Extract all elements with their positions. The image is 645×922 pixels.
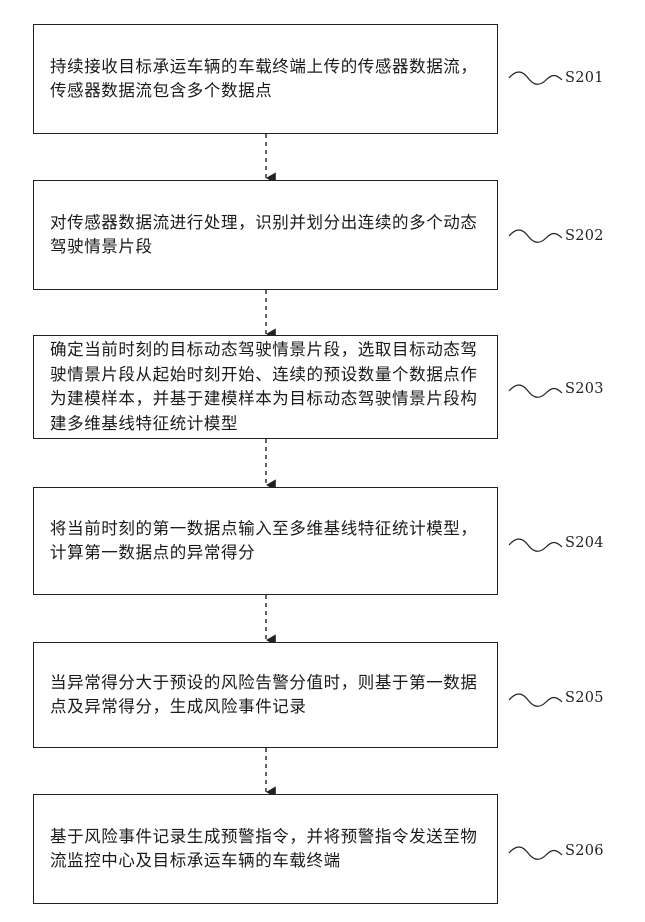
step-text-s201: 持续接收目标承运车辆的车载终端上传的传感器数据流，传感器数据流包含多个数据点 (34, 55, 497, 104)
step-label-s206: S206 (565, 843, 604, 859)
step-box-s202: 对传感器数据流进行处理，识别并划分出连续的多个动态驾驶情景片段 (33, 180, 498, 290)
leader-s203 (509, 385, 562, 397)
step-label-s204: S204 (565, 535, 604, 551)
step-text-s202: 对传感器数据流进行处理，识别并划分出连续的多个动态驾驶情景片段 (34, 211, 497, 260)
step-label-s202: S202 (565, 228, 604, 244)
step-box-s201: 持续接收目标承运车辆的车载终端上传的传感器数据流，传感器数据流包含多个数据点 (33, 24, 498, 134)
step-text-s203: 确定当前时刻的目标动态驾驶情景片段，选取目标动态驾驶情景片段从起始时刻开始、连续… (34, 338, 497, 436)
step-label-s205: S205 (565, 690, 604, 706)
step-box-s206: 基于风险事件记录生成预警指令，并将预警指令发送至物流监控中心及目标承运车辆的车载… (33, 794, 498, 904)
step-label-s201: S201 (565, 70, 604, 86)
leader-s206 (509, 847, 562, 859)
leader-s202 (509, 230, 562, 242)
step-text-s206: 基于风险事件记录生成预警指令，并将预警指令发送至物流监控中心及目标承运车辆的车载… (34, 825, 497, 874)
leader-s201 (509, 72, 562, 84)
step-box-s205: 当异常得分大于预设的风险告警分值时，则基于第一数据点及异常得分，生成风险事件记录 (33, 642, 498, 748)
step-text-s204: 将当前时刻的第一数据点输入至多维基线特征统计模型，计算第一数据点的异常得分 (34, 517, 497, 566)
step-label-s203: S203 (565, 381, 604, 397)
leader-s204 (509, 539, 562, 551)
step-box-s203: 确定当前时刻的目标动态驾驶情景片段，选取目标动态驾驶情景片段从起始时刻开始、连续… (33, 335, 498, 439)
step-text-s205: 当异常得分大于预设的风险告警分值时，则基于第一数据点及异常得分，生成风险事件记录 (34, 671, 497, 720)
step-box-s204: 将当前时刻的第一数据点输入至多维基线特征统计模型，计算第一数据点的异常得分 (33, 487, 498, 595)
leader-s205 (509, 694, 562, 706)
